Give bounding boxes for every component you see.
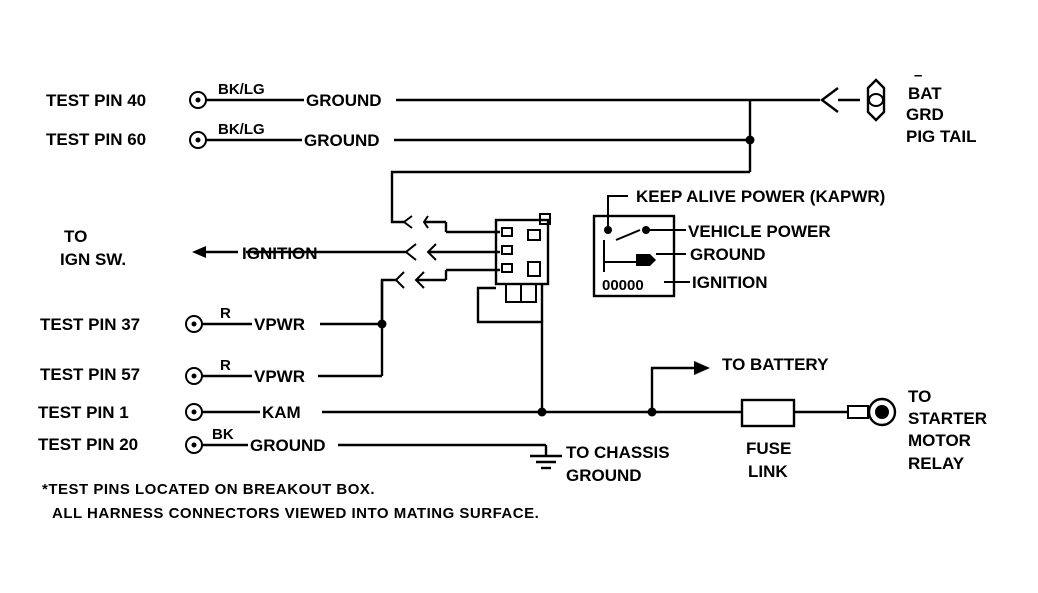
wire-color-pin-60: BK/LG xyxy=(218,121,265,138)
footnote-line-2: ALL HARNESS CONNECTORS VIEWED INTO MATIN… xyxy=(52,505,539,522)
junction-dot xyxy=(377,319,387,329)
wire-color-pin-20: BK xyxy=(212,426,234,443)
to-battery-wire xyxy=(650,366,694,412)
link-label: LINK xyxy=(748,462,788,481)
test-pin-60-label: TEST PIN 60 xyxy=(46,130,146,149)
wire-color-pin-57: R xyxy=(220,357,231,374)
signal-vpwr-pin-57: VPWR xyxy=(254,367,305,386)
test-pin-60-terminal xyxy=(189,131,207,149)
starter-terminal-icon xyxy=(847,397,897,427)
to-starter-label: TO xyxy=(908,387,931,406)
vehicle-power-label: VEHICLE POWER xyxy=(688,222,831,241)
wire-color-pin-40: BK/LG xyxy=(218,81,265,98)
ign-sw-label: IGN SW. xyxy=(60,250,126,269)
test-pin-20-terminal xyxy=(185,436,203,454)
starter-label: STARTER xyxy=(908,409,987,428)
test-pin-1-label: TEST PIN 1 xyxy=(38,403,129,422)
test-pin-37-label: TEST PIN 37 xyxy=(40,315,140,334)
signal-vpwr-pin-37: VPWR xyxy=(254,315,305,334)
harness-connector xyxy=(246,213,551,324)
fuse-label: FUSE xyxy=(746,439,791,458)
test-pin-1-terminal xyxy=(185,403,203,421)
test-pin-40-terminal xyxy=(189,91,207,109)
kam-feed-wire xyxy=(476,286,544,412)
signal-ground-pin-20: GROUND xyxy=(250,436,326,455)
ground-harness-wire xyxy=(390,170,750,224)
connector-detail: 00000 xyxy=(592,214,676,298)
test-pin-40-label: TEST PIN 40 xyxy=(46,91,146,110)
fuse-link-icon xyxy=(740,398,796,428)
chassis-ground-icon xyxy=(530,454,562,470)
test-pin-57-label: TEST PIN 57 xyxy=(40,365,140,384)
pigtail-label: PIG TAIL xyxy=(906,127,977,146)
to-ign-label: TO xyxy=(64,227,87,246)
signal-ground-pin-60: GROUND xyxy=(304,131,380,150)
test-pin-57-terminal xyxy=(185,367,203,385)
battery-ground-pigtail-icon xyxy=(866,78,886,122)
grd-label: GRD xyxy=(906,105,944,124)
arrow-left-icon xyxy=(192,246,206,258)
test-pin-37-terminal xyxy=(185,315,203,333)
relay-label: RELAY xyxy=(908,454,965,473)
signal-ground-pin-40: GROUND xyxy=(306,91,382,110)
junction-dot xyxy=(537,407,547,417)
to-chassis-label: TO CHASSIS xyxy=(566,443,670,462)
connector-ignition-label: IGNITION xyxy=(692,273,768,292)
arrow-right-icon xyxy=(694,361,710,375)
connector-ground-label: GROUND xyxy=(690,245,766,264)
signal-kam-pin-1: KAM xyxy=(262,403,301,422)
bat-label: BAT xyxy=(908,84,942,103)
pigtail-connector xyxy=(820,87,839,113)
to-battery-label: TO BATTERY xyxy=(722,355,829,374)
kapwr-label: KEEP ALIVE POWER (KAPWR) xyxy=(636,187,885,206)
ignition-label: IGNITION xyxy=(242,244,318,263)
wire-color-pin-37: R xyxy=(220,305,231,322)
connector-pin-row: 00000 xyxy=(602,277,644,294)
motor-label: MOTOR xyxy=(908,431,971,450)
junction-dot xyxy=(745,135,755,145)
bat-bar: – xyxy=(914,67,922,84)
chassis-ground-label: GROUND xyxy=(566,466,642,485)
test-pin-20-label: TEST PIN 20 xyxy=(38,435,138,454)
footnote-line-1: *TEST PINS LOCATED ON BREAKOUT BOX. xyxy=(42,481,375,498)
